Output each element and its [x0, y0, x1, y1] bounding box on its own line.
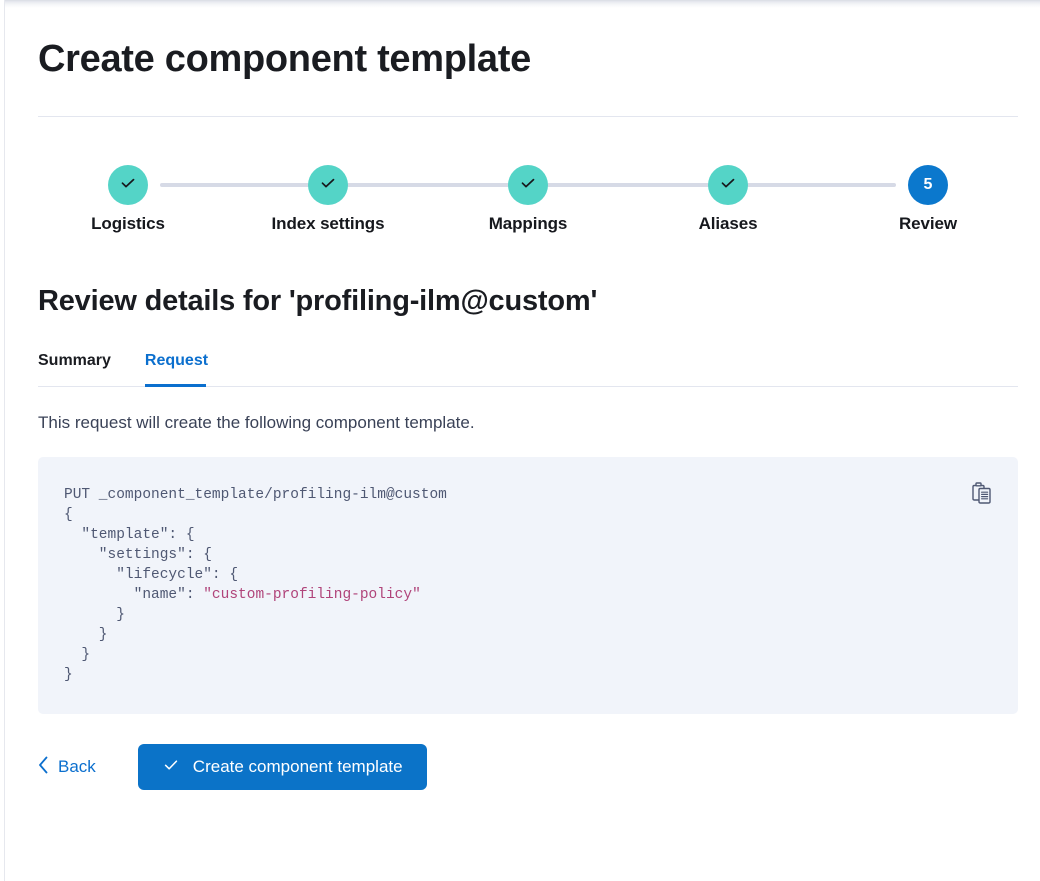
back-button-label: Back: [58, 757, 96, 776]
code-line-close-4: }: [64, 667, 73, 683]
chevron-left-icon: [38, 756, 49, 779]
code-line-settings: "settings": {: [64, 547, 212, 563]
step-circle-1[interactable]: [108, 165, 148, 205]
check-icon: [718, 173, 738, 198]
tab-summary[interactable]: Summary: [38, 347, 127, 386]
window-top-shadow: [0, 0, 1040, 8]
create-component-template-label: Create component template: [192, 757, 403, 776]
check-icon: [118, 173, 138, 198]
check-icon: [318, 173, 338, 198]
copy-clipboard-icon[interactable]: [968, 479, 996, 507]
step-label-4: Aliases: [698, 214, 758, 233]
step-label-3: Mappings: [488, 214, 568, 233]
wizard-stepper: Logistics Index settings: [38, 165, 1018, 243]
step-label-1: Logistics: [91, 214, 165, 233]
check-icon: [162, 756, 180, 779]
page-content: Create component template Logistics: [6, 8, 1040, 881]
code-line-method: PUT _component_template/profiling-ilm@cu…: [64, 487, 447, 503]
request-code-panel: PUT _component_template/profiling-ilm@cu…: [38, 457, 1018, 714]
step-circle-4[interactable]: [708, 165, 748, 205]
request-code: PUT _component_template/profiling-ilm@cu…: [38, 457, 1018, 705]
step-label-5: Review: [899, 214, 957, 233]
section-title: Review details for 'profiling-ilm@custom…: [38, 285, 598, 317]
code-line-close-2: }: [64, 627, 108, 643]
code-line-close-3: }: [64, 647, 91, 663]
tab-request[interactable]: Request: [144, 347, 224, 387]
page-title: Create component template: [38, 38, 531, 80]
step-circle-3[interactable]: [508, 165, 548, 205]
create-component-template-button[interactable]: Create component template: [137, 744, 427, 790]
tab-bar: Summary Request: [38, 347, 1018, 387]
code-line-name-value: "custom-profiling-policy": [203, 587, 421, 603]
check-icon: [518, 173, 538, 198]
code-line-name-key: "name":: [64, 587, 204, 603]
code-line-open: {: [64, 507, 73, 523]
back-button[interactable]: Back: [38, 756, 96, 779]
left-gutter: [0, 0, 5, 881]
code-line-lifecycle: "lifecycle": {: [64, 567, 239, 583]
footer-actions: Back Create component template: [38, 744, 1008, 790]
code-line-template: "template": {: [64, 527, 195, 543]
request-description: This request will create the following c…: [38, 413, 475, 432]
step-label-2: Index settings: [271, 214, 385, 233]
title-divider: [38, 116, 1018, 117]
step-number-5: 5: [923, 176, 933, 193]
step-circle-5[interactable]: 5: [908, 165, 948, 205]
code-line-close-1: }: [64, 607, 125, 623]
step-circle-2[interactable]: [308, 165, 348, 205]
